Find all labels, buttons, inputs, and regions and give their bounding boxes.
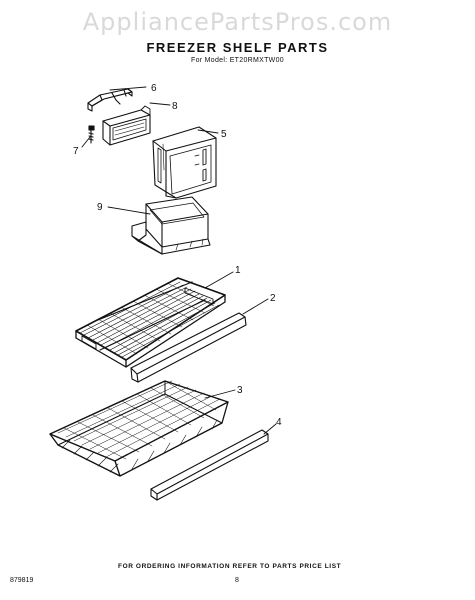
part-8-plate <box>102 105 151 146</box>
page-number: 8 <box>235 577 239 584</box>
ordering-note: FOR ORDERING INFORMATION REFER TO PARTS … <box>118 563 342 570</box>
callout-9: 9 <box>97 202 103 213</box>
callout-5: 5 <box>221 129 227 140</box>
callout-2: 2 <box>270 293 276 304</box>
watermark: AppliancePartsPros.com <box>82 8 393 36</box>
part-2-rod <box>130 312 247 383</box>
part-9-bin <box>131 196 211 255</box>
part-4-rod <box>150 429 269 501</box>
part-5-support-frame <box>152 126 217 199</box>
part-6-bracket <box>87 88 133 112</box>
callout-7: 7 <box>73 146 79 157</box>
part-7-screw <box>88 125 95 144</box>
page-title: FREEZER SHELF PARTS <box>146 40 329 55</box>
callout-1: 1 <box>235 265 241 276</box>
part-1-wire-shelf <box>75 277 226 368</box>
callout-4: 4 <box>276 417 282 428</box>
leader-lines <box>81 86 277 435</box>
document-code: 879819 <box>10 577 34 584</box>
callout-3: 3 <box>237 385 243 396</box>
model-subtitle: For Model: ET20RMXTW00 <box>191 57 284 64</box>
callout-6: 6 <box>151 83 157 94</box>
callout-8: 8 <box>172 101 178 112</box>
part-3-wire-basket <box>49 380 229 477</box>
